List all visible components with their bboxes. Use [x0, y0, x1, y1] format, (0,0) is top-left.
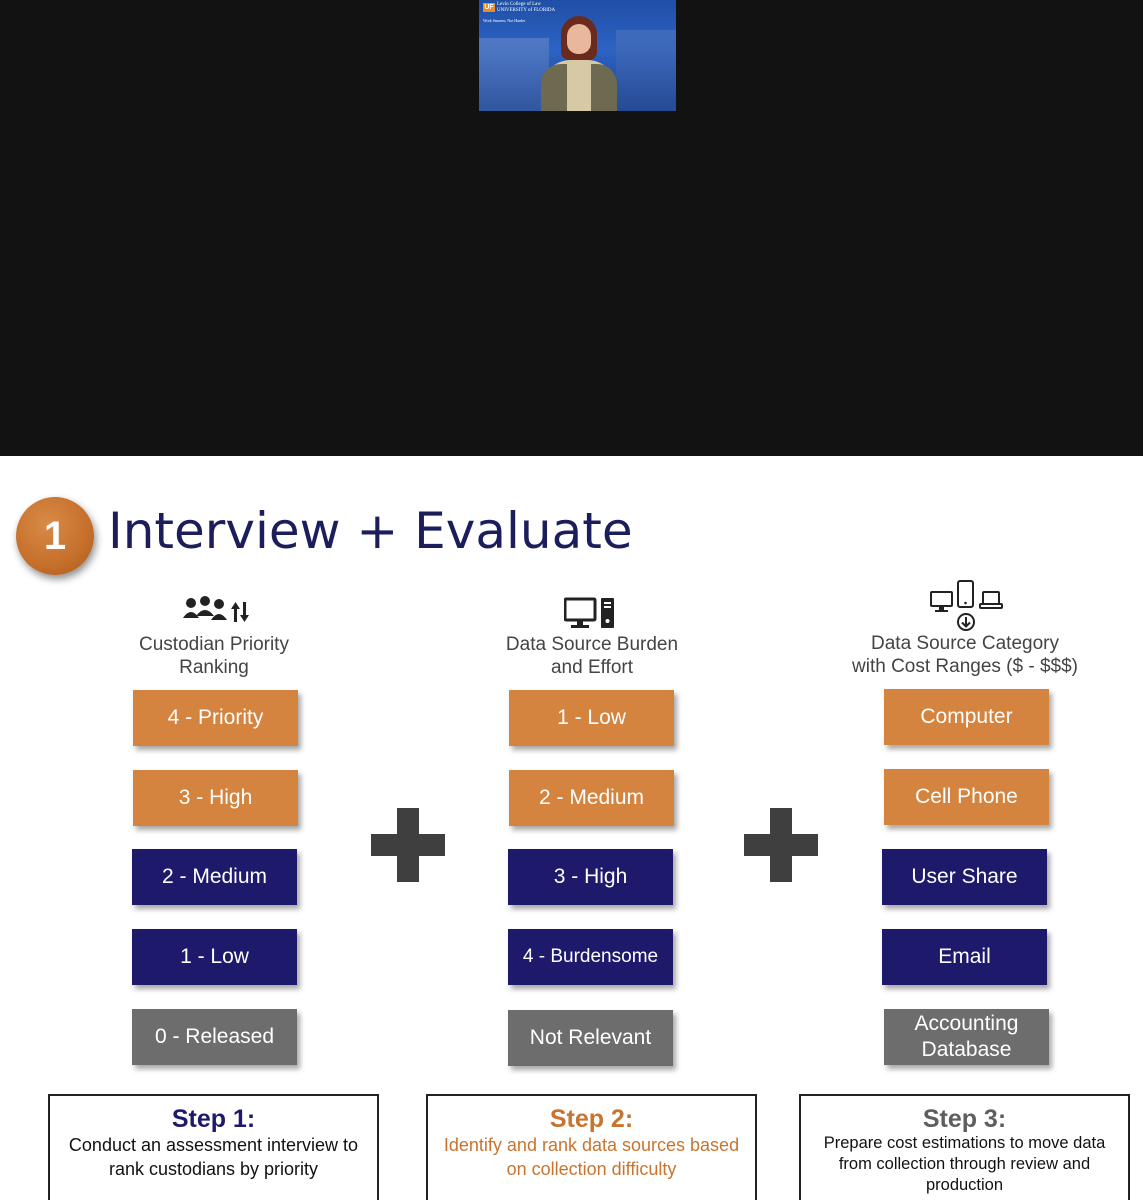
uf-logo: UF — [483, 3, 495, 12]
people-ranking-icon — [183, 596, 249, 622]
computer-icon — [564, 597, 614, 628]
step-1-box: Step 1: Conduct an assessment interview … — [48, 1094, 379, 1200]
step-3-box: Step 3: Prepare cost estimations to move… — [799, 1094, 1130, 1200]
plus-icon — [744, 808, 818, 882]
step-title: Step 3: — [922, 1105, 1007, 1133]
tag-custodian-priority: 4 - Priority — [133, 690, 298, 746]
background-building — [479, 38, 549, 111]
background-building — [616, 30, 676, 111]
tag-burden-high: 3 - High — [508, 849, 673, 905]
tag-category-computer: Computer — [884, 689, 1049, 745]
speaker-video-tile[interactable]: UF Levin College of Law UNIVERSITY of FL… — [479, 0, 676, 111]
tag-custodian-released: 0 - Released — [132, 1009, 297, 1065]
tag-custodian-low: 1 - Low — [132, 929, 297, 985]
logo-subtitle: Work Smarter, Not Harder — [483, 18, 526, 23]
tag-burden-not-relevant: Not Relevant — [508, 1010, 673, 1066]
slide-title: Interview + Evaluate — [108, 502, 633, 560]
column-heading: Data Source Category with Cost Ranges ($… — [852, 633, 1078, 677]
tag-category-email: Email — [882, 929, 1047, 985]
tag-custodian-medium: 2 - Medium — [132, 849, 297, 905]
step-2-box: Step 2: Identify and rank data sources b… — [426, 1094, 757, 1200]
tag-category-accounting-database: Accounting Database — [884, 1009, 1049, 1065]
step-text: Prepare cost estimations to move data fr… — [823, 1134, 1106, 1194]
video-area: UF Levin College of Law UNIVERSITY of FL… — [0, 0, 1143, 456]
tag-burden-medium: 2 - Medium — [509, 770, 674, 826]
plus-icon — [371, 808, 445, 882]
logo-text: Levin College of Law UNIVERSITY of FLORI… — [497, 2, 556, 13]
speaker-avatar — [537, 12, 621, 111]
tag-custodian-high: 3 - High — [133, 770, 298, 826]
tag-burden-low: 1 - Low — [509, 690, 674, 746]
tag-category-user-share: User Share — [882, 849, 1047, 905]
tag-burden-burdensome: 4 - Burdensome — [508, 929, 673, 985]
step-title: Step 2: — [549, 1105, 634, 1133]
column-heading: Data Source Burden and Effort — [505, 634, 679, 678]
step-title: Step 1: — [171, 1105, 256, 1133]
step-text: Identify and rank data sources based on … — [443, 1135, 740, 1179]
step-number-badge: 1 — [16, 497, 94, 575]
step-text: Conduct an assessment interview to rank … — [68, 1135, 359, 1179]
devices-download-icon — [930, 580, 1003, 631]
tag-category-cell-phone: Cell Phone — [884, 769, 1049, 825]
column-heading: Custodian Priority Ranking — [139, 634, 289, 678]
presentation-slide: 1 Interview + Evaluate Custodian Priorit… — [0, 456, 1143, 1200]
